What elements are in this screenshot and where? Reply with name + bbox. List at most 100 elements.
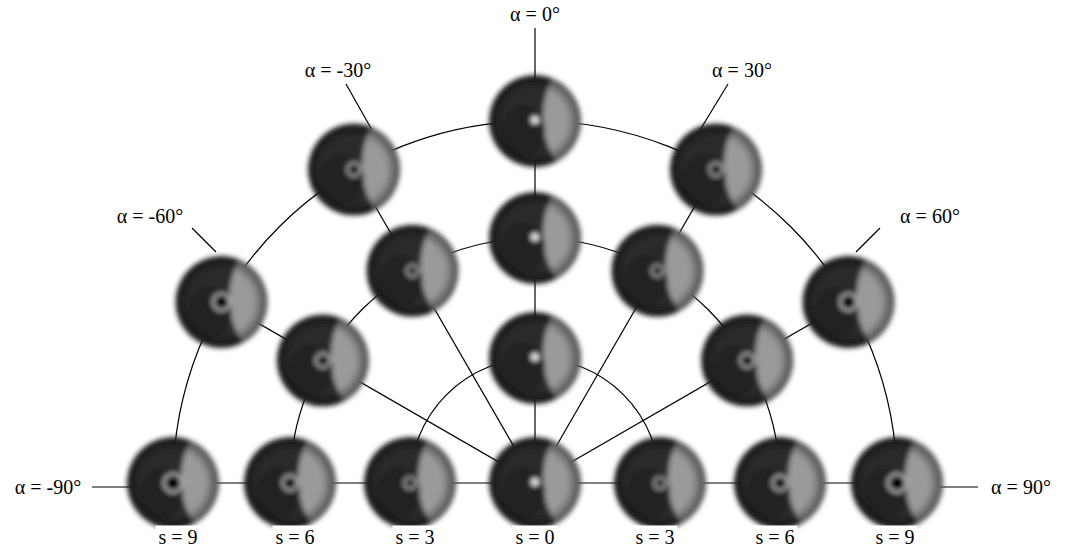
image-disc	[614, 437, 706, 529]
image-body	[127, 427, 241, 531]
image-disc	[367, 225, 459, 317]
image-body	[367, 215, 481, 319]
image-tile	[175, 246, 289, 350]
image-center-ring	[164, 474, 182, 492]
image-disc	[851, 437, 943, 529]
image-center-ring	[404, 477, 415, 488]
image-clip	[670, 113, 784, 217]
image-tile	[851, 427, 965, 531]
image-disc	[175, 256, 267, 348]
image-clip	[614, 427, 728, 531]
image-body	[670, 113, 784, 217]
image-clip	[175, 246, 289, 350]
image-tile	[612, 215, 726, 319]
scale-label: s = 3	[632, 526, 677, 549]
image-disc	[489, 312, 581, 404]
image-disc	[489, 75, 581, 167]
image-vignette	[734, 437, 826, 529]
image-center-ring	[773, 476, 788, 491]
image-clip	[489, 65, 603, 169]
image-disc	[244, 437, 336, 529]
image-center-dot	[531, 116, 539, 124]
scale-label: s = 0	[512, 526, 557, 549]
image-vignette	[803, 256, 895, 348]
image-vignette	[175, 256, 267, 348]
image-disc	[670, 123, 762, 215]
image-vignette	[489, 192, 581, 284]
image-center-ring	[213, 294, 230, 311]
image-clip	[489, 427, 603, 531]
image-disc	[489, 192, 581, 284]
image-tile	[734, 427, 848, 531]
image-center-ring	[348, 163, 361, 176]
radial-line	[534, 121, 535, 483]
image-tile	[614, 427, 728, 531]
image-disc	[308, 123, 400, 215]
image-tile	[127, 427, 241, 531]
image-body	[803, 246, 917, 350]
leader-line	[534, 28, 535, 80]
image-clip	[277, 305, 391, 409]
image-clip	[701, 305, 815, 409]
image-tile	[308, 113, 422, 217]
image-clip	[308, 113, 422, 217]
image-center-ring	[654, 477, 665, 488]
leader-line	[92, 486, 132, 487]
image-center-ring	[888, 474, 906, 492]
leader-line	[192, 228, 216, 252]
image-center-dot	[531, 353, 539, 361]
image-vignette	[701, 315, 793, 407]
image-center-ring	[840, 294, 857, 311]
scale-label: s = 6	[752, 526, 797, 549]
image-tile	[670, 113, 784, 217]
scale-label: s = 9	[872, 526, 917, 549]
image-tile	[803, 246, 917, 350]
image-tile	[277, 305, 391, 409]
image-center-dot	[531, 233, 539, 241]
angle-label: α = 60°	[897, 205, 963, 228]
leader-line	[346, 84, 372, 130]
angle-label: α = 30°	[709, 59, 775, 82]
leader-line	[856, 228, 880, 252]
image-clip	[127, 427, 241, 531]
image-clip	[612, 215, 726, 319]
image-clip	[489, 182, 603, 286]
image-clip	[803, 246, 917, 350]
image-vignette	[489, 75, 581, 167]
image-vignette	[670, 123, 762, 215]
image-clip	[367, 215, 481, 319]
leader-line	[700, 84, 728, 130]
image-disc	[612, 225, 704, 317]
image-vignette	[277, 315, 369, 407]
image-disc	[701, 315, 793, 407]
image-center-ring	[283, 476, 298, 491]
image-clip	[244, 427, 358, 531]
image-vignette	[364, 437, 456, 529]
image-vignette	[244, 437, 336, 529]
image-vignette	[367, 225, 459, 317]
image-body	[614, 427, 728, 531]
image-body	[244, 427, 358, 531]
scale-label: s = 3	[392, 526, 437, 549]
image-body	[489, 65, 603, 169]
image-vignette	[612, 225, 704, 317]
image-disc	[489, 437, 581, 529]
image-body	[489, 302, 603, 406]
image-clip	[489, 302, 603, 406]
image-body	[612, 215, 726, 319]
image-center-ring	[407, 265, 418, 276]
angle-label: α = 90°	[988, 476, 1054, 499]
image-center-dot	[531, 478, 539, 486]
image-vignette	[489, 437, 581, 529]
image-center-ring	[652, 265, 663, 276]
image-tile	[489, 65, 603, 169]
image-body	[277, 305, 391, 409]
image-body	[851, 427, 965, 531]
image-body	[701, 305, 815, 409]
image-tile	[364, 427, 478, 531]
image-body	[489, 427, 603, 531]
image-disc	[803, 256, 895, 348]
image-tile	[367, 215, 481, 319]
image-clip	[364, 427, 478, 531]
